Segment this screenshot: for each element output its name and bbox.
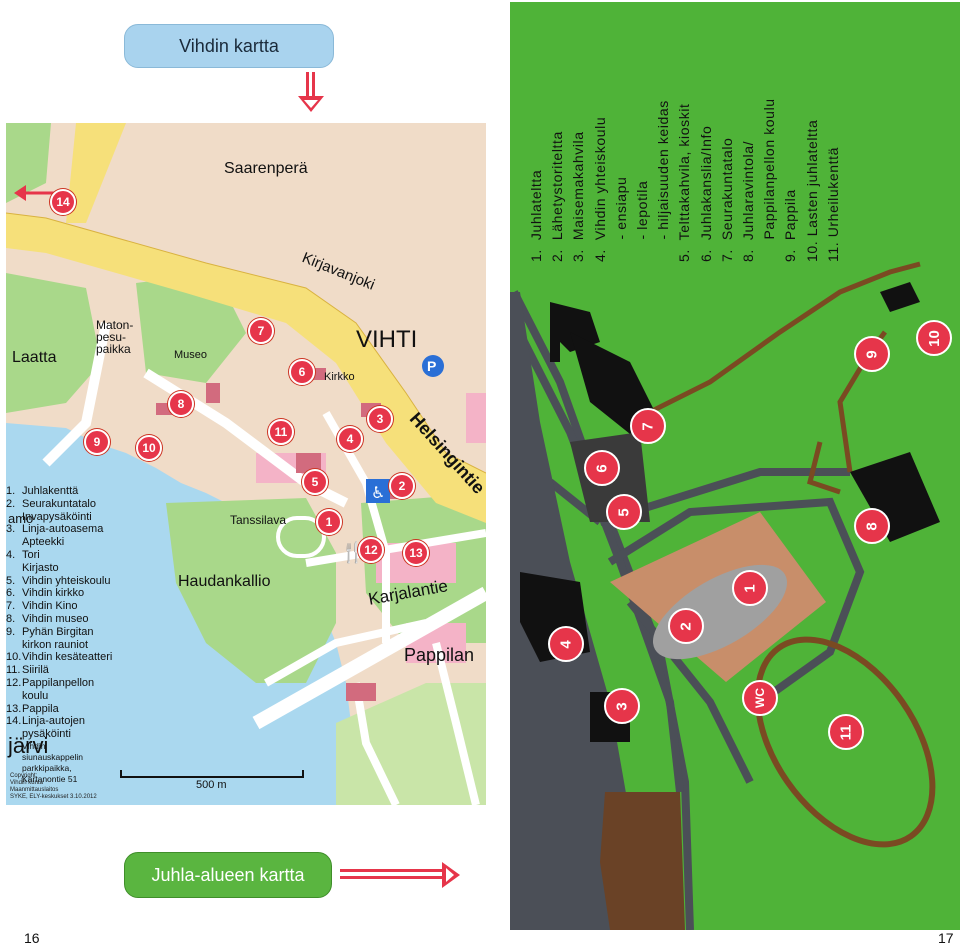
festival-map-legend: 1. Juhlateltta 2. Lähetystoriteltta 3. M…	[526, 0, 866, 262]
festival-marker-5[interactable]: 5	[606, 494, 642, 530]
town-marker-4[interactable]: 4	[337, 426, 363, 452]
town-marker-7[interactable]: 7	[248, 318, 274, 344]
scale-bar	[120, 770, 304, 778]
legend-item: pysäköinti	[22, 728, 71, 741]
festival-marker-wc[interactable]: WC	[742, 680, 778, 716]
festival-legend-item: - ensiapu	[612, 176, 629, 262]
place-tanssilava: Tanssilava	[230, 513, 287, 527]
legend-item: 12.Pappilanpellon	[6, 676, 95, 689]
festival-legend-item: 5. Telttakahvila, kioskit	[676, 103, 693, 262]
festival-marker-3[interactable]: 3	[604, 688, 640, 724]
festival-legend-item: - lepotila	[634, 180, 651, 262]
place-saarenpera: Saarenperä	[224, 160, 308, 177]
town-marker-8[interactable]: 8	[168, 391, 194, 417]
legend-sub-line: Vihdin	[22, 740, 46, 751]
festival-legend-item: 11. Urheilukenttä	[824, 146, 841, 262]
festival-legend-item: 6. Juhlakanslia/Info	[697, 125, 714, 262]
legend-item: 6.Vihdin kirkko	[6, 587, 85, 600]
place-pappilan: Pappilan	[404, 645, 475, 665]
place-jarvi: järvi	[8, 733, 49, 758]
place-haudankallio: Haudankallio	[178, 573, 271, 590]
festival-legend-item: Pappilanpellon koulu	[761, 98, 778, 262]
town-marker-9[interactable]: 9	[84, 429, 110, 455]
legend-item: 1.Juhlakenttä	[6, 485, 79, 497]
legend-item: Kirjasto	[22, 561, 59, 574]
legend-item: 7.Vihdin Kino	[6, 600, 78, 613]
festival-legend-item: 4. Vihdin yhteiskoulu	[591, 116, 608, 262]
legend-item: koulu	[22, 689, 49, 702]
festival-marker-2[interactable]: 2	[668, 608, 704, 644]
festival-legend-item: 8. Juhlaravintola/	[740, 140, 757, 262]
legend-sub-line: parkkipaikka,	[22, 762, 72, 773]
legend-item: 3.Linja-autoasema	[6, 523, 104, 536]
legend-sub-line: siunauskappelin	[22, 751, 83, 762]
copyright: Copyright: Vihdin kunta Maanmittauslaito…	[10, 773, 97, 800]
town-map-legend: 1.Juhlakenttä 2.Seurakuntatalo Invapysäk…	[6, 485, 156, 785]
place-museo: Museo	[174, 349, 208, 361]
festival-legend-item: 1. Juhlateltta	[528, 169, 544, 262]
town-marker-10[interactable]: 10	[136, 435, 162, 461]
festival-legend-item: 10. Lasten juhlateltta	[803, 119, 820, 262]
festival-marker-7[interactable]: 7	[630, 408, 666, 444]
town-map-title-text: Vihdin kartta	[179, 35, 279, 56]
svg-text:P: P	[427, 358, 436, 374]
town-marker-2[interactable]: 2	[389, 473, 415, 499]
festival-marker-4[interactable]: 4	[548, 626, 584, 662]
legend-item: kirkon rauniot	[22, 638, 89, 651]
page-number-left: 16	[24, 930, 40, 946]
legend-item: 8.Vihdin museo	[6, 612, 89, 625]
town-marker-11[interactable]: 11	[268, 419, 294, 445]
legend-item: 4.Tori	[6, 548, 40, 561]
town-map: P ♿ 🍴 Saarenperä VIHTI Laatta Haudankall…	[6, 123, 486, 805]
page-number-right: 17	[938, 930, 954, 946]
place-kirkko: Kirkko	[324, 371, 355, 383]
legend-item: 9.Pyhän Birgitan	[6, 625, 94, 638]
town-marker-14[interactable]: 14	[50, 189, 76, 215]
town-marker-12[interactable]: 12	[358, 537, 384, 563]
town-marker-5[interactable]: 5	[302, 469, 328, 495]
festival-marker-8[interactable]: 8	[854, 508, 890, 544]
festival-legend-item: - hiljaisuuden keidas	[655, 100, 672, 262]
festival-map-title-text: Juhla-alueen kartta	[151, 864, 305, 885]
legend-item: 11.Siirilä	[6, 664, 49, 677]
town-marker-6[interactable]: 6	[289, 359, 315, 385]
place-amo: amo	[8, 511, 34, 526]
legend-item: 2.Seurakuntatalo	[6, 497, 96, 510]
town-map-title: Vihdin kartta	[124, 24, 334, 68]
place-laatta: Laatta	[12, 349, 57, 366]
town-marker-3[interactable]: 3	[367, 406, 393, 432]
festival-legend-item: 2. Lähetystoriteltta	[549, 131, 566, 262]
scale-label: 500 m	[196, 779, 227, 791]
festival-map-title: Juhla-alueen kartta	[124, 852, 332, 898]
legend-item: Apteekki	[22, 536, 65, 549]
festival-marker-10[interactable]: 10	[916, 320, 952, 356]
place-vihti: VIHTI	[356, 326, 418, 353]
town-marker-13[interactable]: 13	[403, 540, 429, 566]
legend-sub-line: Kartanontie 51	[22, 773, 78, 784]
arrow-down-icon	[298, 72, 324, 112]
festival-marker-9[interactable]: 9	[854, 336, 890, 372]
festival-marker-6[interactable]: 6	[584, 450, 620, 486]
festival-marker-1[interactable]: 1	[732, 570, 768, 606]
festival-legend-item: 7. Seurakuntatalo	[718, 137, 735, 262]
town-marker-1[interactable]: 1	[316, 509, 342, 535]
legend-item: 14.Linja-autojen	[6, 715, 85, 728]
festival-legend-item: 3. Maisemakahvila	[570, 131, 587, 262]
festival-map: 1 2 3 4 5 6 7 8 9 10 11 WC	[510, 2, 960, 930]
arrow-right-icon	[340, 862, 460, 888]
svg-text:♿: ♿	[371, 483, 385, 502]
legend-item: 5.Vihdin yhteiskoulu	[6, 574, 111, 587]
festival-marker-11[interactable]: 11	[828, 714, 864, 750]
festival-legend-item: 9. Pappila	[782, 189, 799, 262]
place-matonpesupaikka: Maton-pesu-paikka	[96, 318, 134, 356]
legend-item: Invapysäköinti	[22, 510, 92, 523]
legend-item: 13.Pappila	[6, 702, 59, 715]
legend-item: 10.Vihdin kesäteatteri	[6, 651, 113, 664]
